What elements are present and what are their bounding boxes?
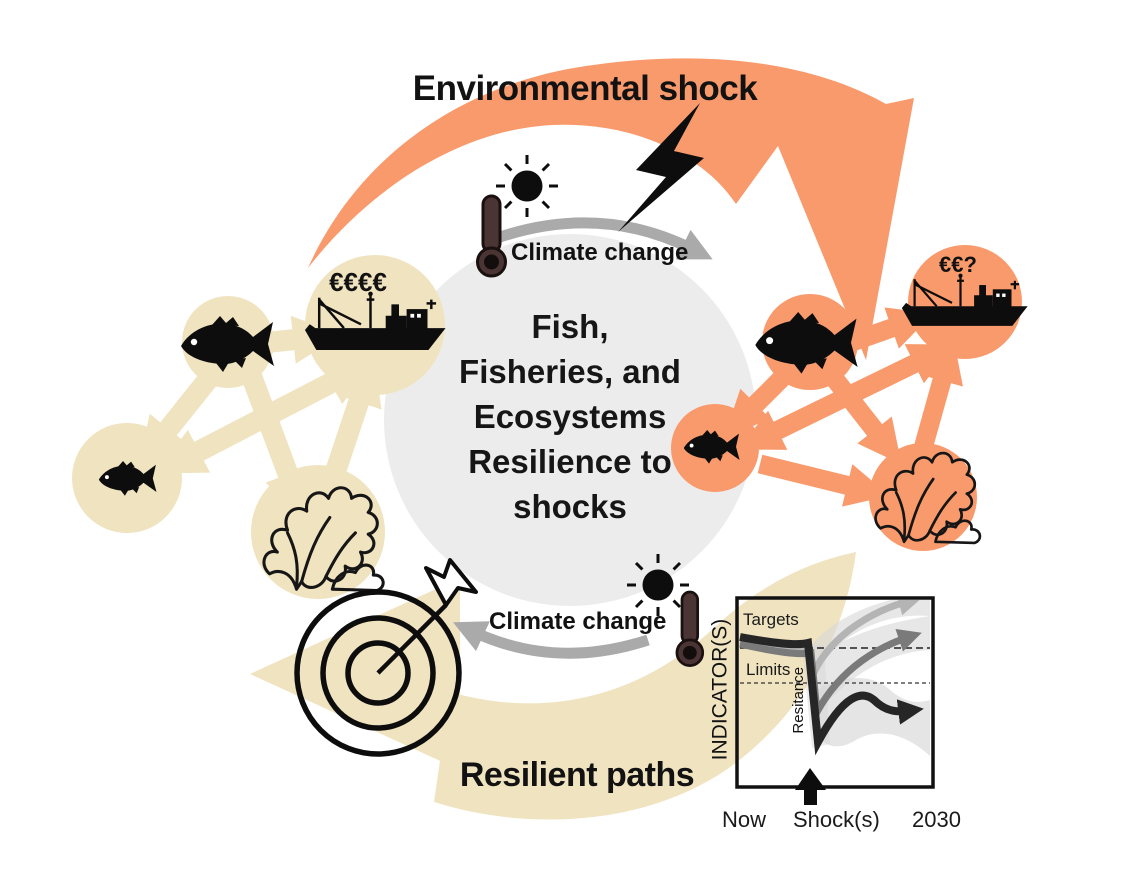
sun-icon — [494, 153, 560, 219]
x-tick-2030: 2030 — [912, 807, 961, 832]
low-resilience-curve — [739, 633, 924, 756]
x-tick-shocks: Shock(s) — [793, 807, 880, 832]
lightning-icon — [618, 103, 704, 232]
climate-arrow-bottom — [453, 621, 650, 659]
center-circle-text: Fish, Fisheries, and Ecosystems Resilien… — [420, 304, 720, 529]
center-line-4: Resilience to — [468, 443, 672, 480]
central-circle — [384, 234, 756, 606]
target-arrow-icon — [294, 558, 478, 757]
center-line-3: Ecosystems — [473, 398, 667, 435]
resistance-label: Resitance — [789, 666, 807, 734]
environmental-shock-title: Environmental shock — [412, 69, 758, 108]
climate-change-bottom-label: Climate change — [489, 608, 667, 635]
indicator-inset-chart — [735, 596, 935, 805]
center-line-1: Fish, — [531, 308, 609, 345]
resilient-paths-label: Resilient paths — [459, 756, 695, 794]
climate-change-top-label: Climate change — [511, 239, 689, 266]
thermometer-icon — [675, 590, 705, 667]
x-tick-now: Now — [722, 807, 767, 832]
money-left-label: €€€€ — [329, 267, 387, 297]
center-line-2: Fisheries, and — [459, 353, 681, 390]
uncertainty-band — [816, 677, 930, 756]
shock-up-arrow-icon — [795, 768, 826, 805]
climate-arrow-top — [495, 217, 713, 260]
chart-frame — [735, 596, 935, 789]
money-right-label: €€? — [939, 252, 977, 277]
thermometer-icon — [476, 194, 507, 278]
environmental-shock-arrow — [308, 58, 914, 361]
center-line-5: shocks — [513, 488, 627, 525]
limits-label: Limits — [746, 660, 791, 679]
indicator-axis-label: INDICATOR(S) — [708, 618, 732, 761]
right-network — [671, 245, 1029, 551]
targets-label: Targets — [743, 610, 799, 629]
left-network — [72, 255, 447, 599]
